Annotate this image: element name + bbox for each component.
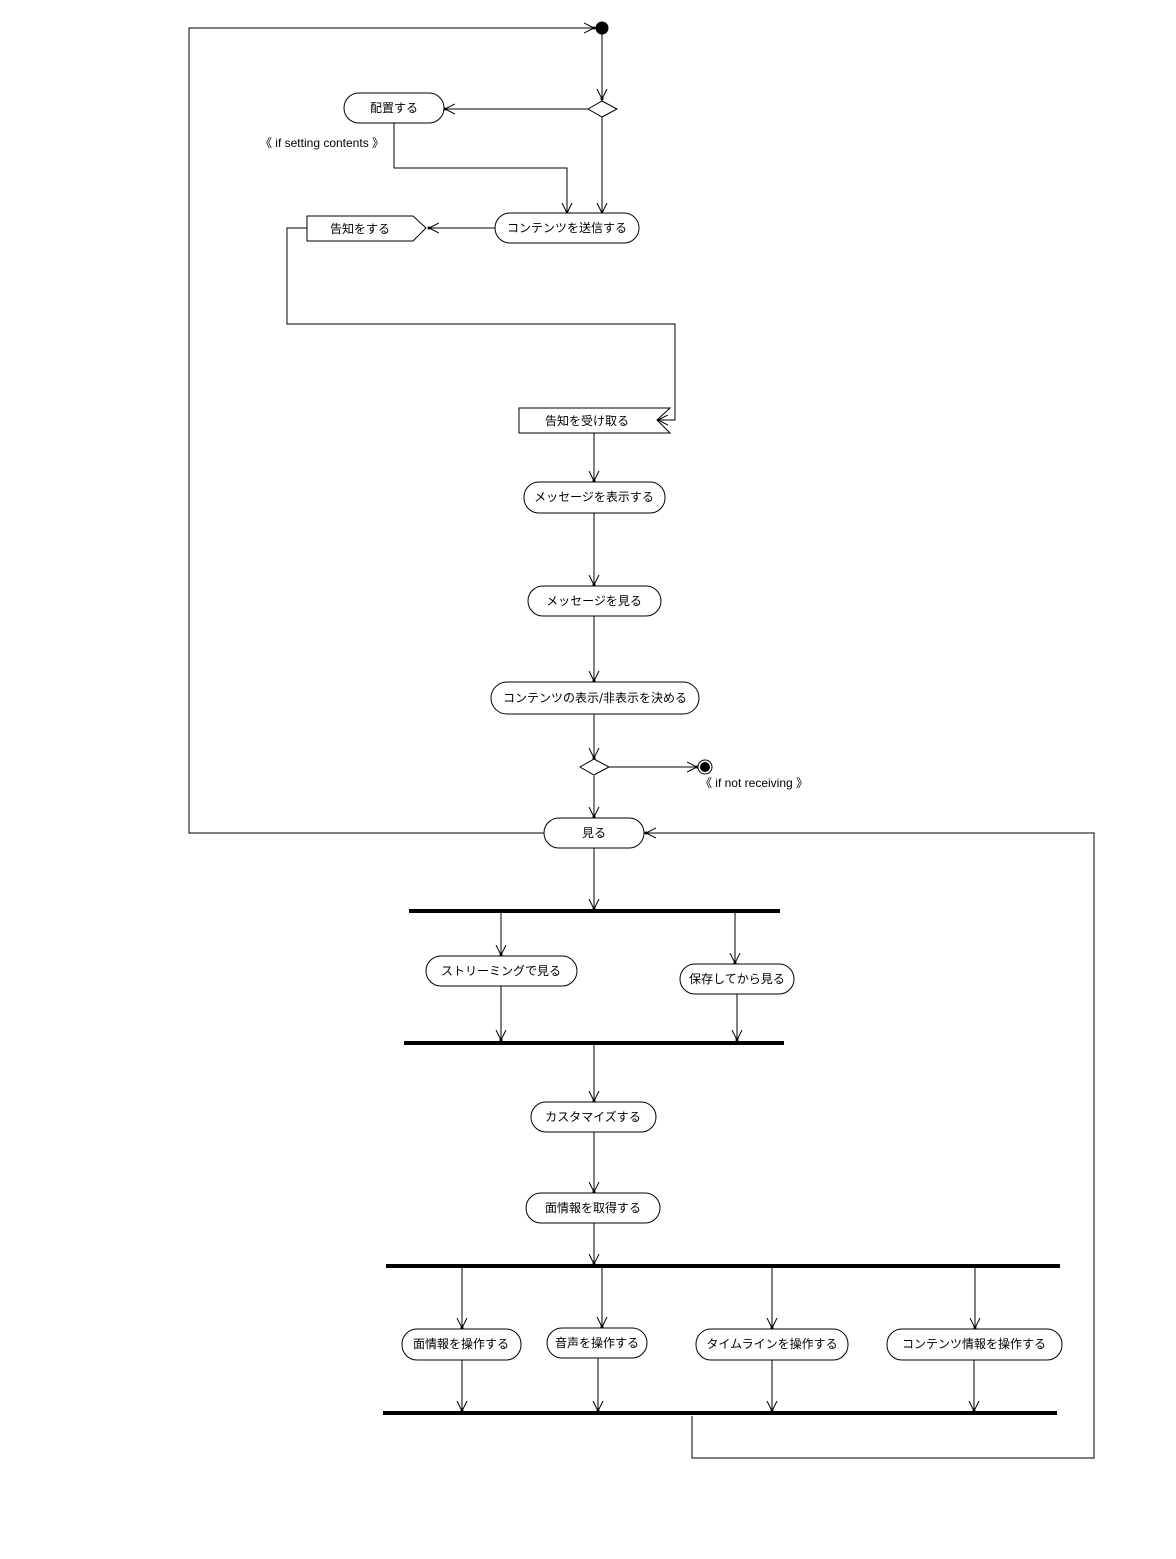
guard-if-not-receiving: 《 if not receiving 》 xyxy=(700,776,808,790)
action-view-label: 見る xyxy=(582,826,606,840)
action-operate-timeline: タイムラインを操作する xyxy=(695,1328,849,1361)
edge-join2-view xyxy=(646,833,1095,1459)
action-get-screen-info: 面情報を取得する xyxy=(525,1192,661,1224)
action-operate-timeline-label: タイムラインを操作する xyxy=(706,1336,837,1351)
action-show-message: メッセージを表示する xyxy=(523,481,666,514)
action-get-screen-info-label: 面情報を取得する xyxy=(545,1200,641,1215)
action-send-contents-label: コンテンツを送信する xyxy=(507,220,627,235)
edge-notify-receive xyxy=(286,227,676,420)
send-signal-notify-label: 告知をする xyxy=(330,222,390,236)
action-customize-label: カスタマイズする xyxy=(545,1109,641,1124)
fork-bar-1 xyxy=(409,909,780,913)
action-operate-content-info: コンテンツ情報を操作する xyxy=(886,1328,1063,1361)
action-customize: カスタマイズする xyxy=(530,1101,657,1133)
initial-node xyxy=(595,21,609,35)
action-view: 見る xyxy=(543,817,645,849)
action-decide-visibility-label: コンテンツの表示/非表示を決める xyxy=(503,691,687,705)
decision-node-2 xyxy=(578,758,611,776)
action-operate-screen-info: 面情報を操作する xyxy=(401,1328,522,1361)
action-view-streaming-label: ストリーミングで見る xyxy=(441,964,561,978)
accept-event-receive-notice: 告知を受け取る xyxy=(518,407,672,434)
action-view-streaming: ストリーミングで見る xyxy=(425,955,578,987)
action-view-saved: 保存してから見る xyxy=(679,963,795,995)
action-view-saved-label: 保存してから見る xyxy=(689,972,785,986)
action-operate-screen-info-label: 面情報を操作する xyxy=(413,1336,509,1351)
edge-view-start xyxy=(188,28,594,834)
join-bar-2 xyxy=(383,1411,1057,1415)
action-view-message: メッセージを見る xyxy=(527,585,662,617)
action-decide-visibility: コンテンツの表示/非表示を決める xyxy=(490,681,700,715)
decision-node-1 xyxy=(586,100,619,118)
action-place: 配置する xyxy=(343,92,445,124)
accept-event-receive-notice-label: 告知を受け取る xyxy=(545,414,629,428)
action-send-contents: コンテンツを送信する xyxy=(494,212,640,244)
send-signal-notify: 告知をする xyxy=(306,215,427,242)
guard-if-setting-contents: 《 if setting contents 》 xyxy=(260,136,384,150)
action-operate-audio-label: 音声を操作する xyxy=(555,1335,639,1350)
join-bar-1 xyxy=(404,1041,784,1045)
action-operate-audio: 音声を操作する xyxy=(546,1327,648,1359)
action-view-message-label: メッセージを見る xyxy=(546,594,642,608)
fork-bar-2 xyxy=(386,1264,1060,1268)
edges xyxy=(188,28,1095,1459)
action-place-label: 配置する xyxy=(370,101,418,115)
final-node xyxy=(697,759,713,775)
edge-place-send xyxy=(393,123,567,213)
action-show-message-label: メッセージを表示する xyxy=(534,490,654,504)
action-operate-content-info-label: コンテンツ情報を操作する xyxy=(902,1336,1046,1351)
